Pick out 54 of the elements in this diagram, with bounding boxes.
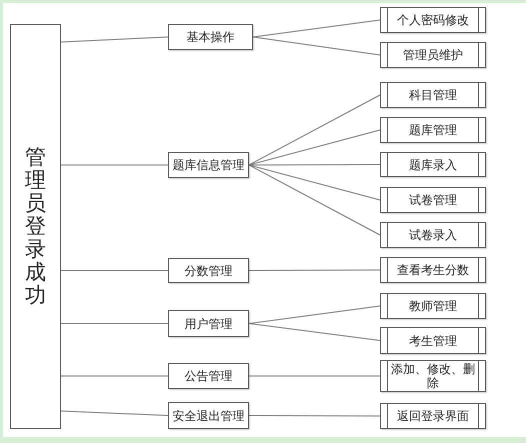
connector-line <box>248 164 380 236</box>
node-label: 个人密码修改 <box>397 13 469 27</box>
node-label: 添加、修改、删除 <box>391 362 475 390</box>
node-label: 返回登录界面 <box>397 409 469 423</box>
process-box <box>168 24 253 50</box>
subprocess-box <box>380 152 486 177</box>
node-label: 安全退出管理 <box>172 408 244 422</box>
node-label: 查看考生分数 <box>397 263 469 277</box>
process-box <box>168 152 249 178</box>
connector-line <box>248 94 380 166</box>
node-label: 试卷管理 <box>409 193 457 207</box>
connector-line <box>248 323 380 341</box>
process-box <box>168 402 249 429</box>
process-box <box>168 258 249 283</box>
subprocess-box <box>380 42 486 68</box>
subprocess-box <box>380 257 486 283</box>
connector-line <box>252 20 380 38</box>
subprocess-box <box>380 82 486 108</box>
node-label: 管理员登录成功 <box>25 146 46 308</box>
node-label: 用户管理 <box>184 316 232 330</box>
subprocess-box <box>380 327 486 354</box>
connector-line <box>248 164 380 200</box>
connector-line <box>60 323 168 324</box>
connector-line <box>248 415 380 416</box>
connector-line <box>248 270 380 271</box>
node-label: 科目管理 <box>409 88 457 102</box>
process-box <box>168 363 249 389</box>
node-label: 公告管理 <box>184 369 232 383</box>
connector-line <box>248 164 380 166</box>
subprocess-box <box>380 222 486 248</box>
connector-line <box>248 130 380 166</box>
subprocess-box <box>380 403 486 429</box>
connector-line <box>60 410 168 416</box>
node-label: 考生管理 <box>409 334 457 348</box>
connector-line <box>248 306 380 324</box>
node-label: 试卷录入 <box>409 228 457 242</box>
node-label: 管理员维护 <box>403 48 463 62</box>
node-label: 基本操作 <box>186 30 234 44</box>
title-box <box>10 24 61 429</box>
subprocess-box <box>380 7 486 33</box>
connector-line <box>60 270 168 271</box>
connector-line <box>60 36 168 42</box>
subprocess-box <box>380 293 486 319</box>
connector-line <box>60 164 168 166</box>
subprocess-box <box>380 187 486 213</box>
node-label: 题库信息管理 <box>172 158 244 172</box>
node-label: 教师管理 <box>409 299 457 313</box>
subprocess-box <box>380 360 486 392</box>
node-label: 题库管理 <box>409 123 457 137</box>
node-label: 题库录入 <box>409 158 457 172</box>
subprocess-box <box>380 117 486 143</box>
process-box <box>168 310 249 337</box>
connector-line <box>252 36 380 56</box>
node-label: 分数管理 <box>184 264 232 278</box>
